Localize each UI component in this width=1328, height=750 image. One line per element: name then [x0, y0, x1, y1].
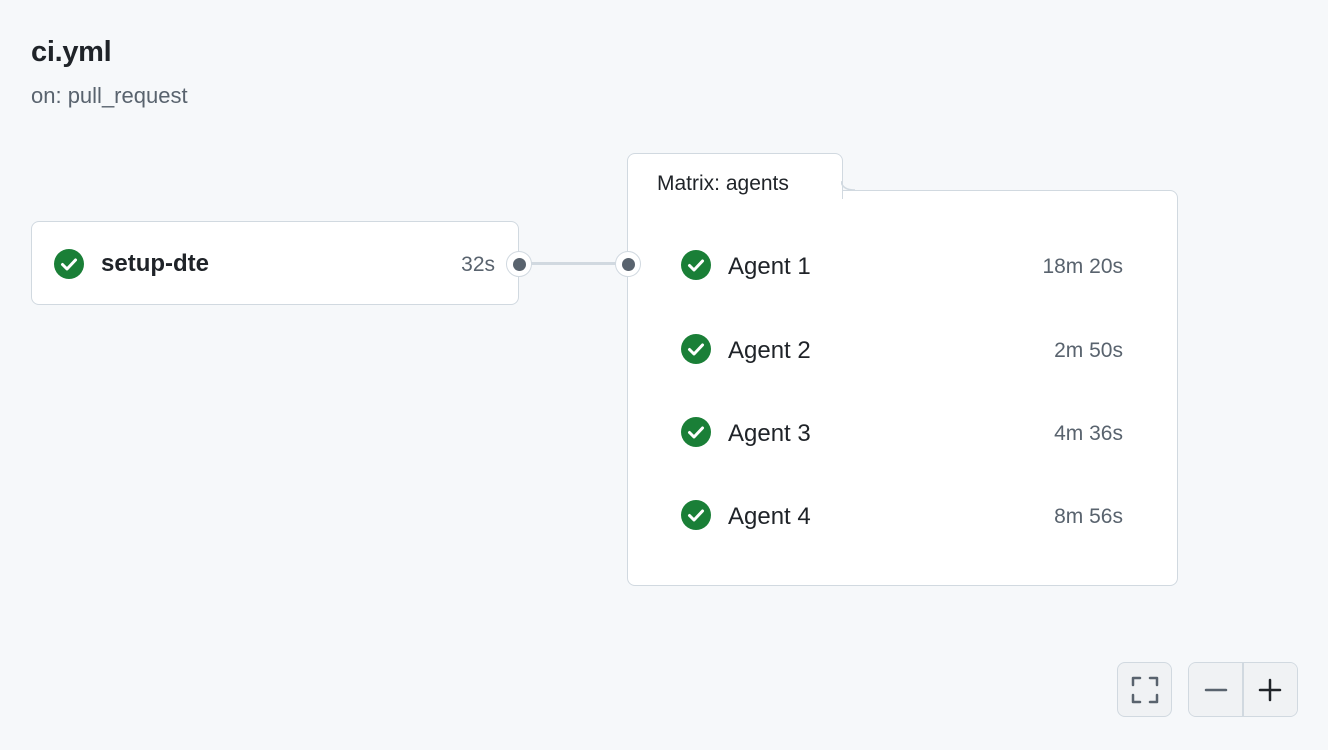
- agent-duration: 8m 56s: [1054, 505, 1123, 528]
- input-port: [615, 251, 641, 277]
- success-check-icon: [681, 250, 711, 280]
- agent-name: Agent 4: [728, 503, 811, 530]
- agent-name: Agent 1: [728, 253, 811, 280]
- success-check-icon: [681, 417, 711, 447]
- job-connector-line: [519, 262, 628, 265]
- minus-icon: [1204, 688, 1227, 691]
- job-name: setup-dte: [101, 250, 209, 277]
- zoom-divider: [1242, 663, 1244, 716]
- zoom-in-button[interactable]: [1243, 663, 1297, 716]
- matrix-label: Matrix: agents: [657, 172, 789, 195]
- zoom-controls: [1188, 662, 1298, 717]
- workflow-title: ci.yml: [31, 36, 112, 68]
- success-check-icon: [681, 334, 711, 364]
- job-card-setup-dte[interactable]: setup-dte 32s: [31, 221, 519, 305]
- matrix-job-agent-2[interactable]: Agent 2 2m 50s: [628, 330, 1177, 370]
- agent-name: Agent 3: [728, 420, 811, 447]
- agent-name: Agent 2: [728, 337, 811, 364]
- workflow-trigger: on: pull_request: [31, 83, 188, 108]
- matrix-tab-corner: [841, 181, 855, 191]
- plus-icon: [1259, 678, 1282, 701]
- matrix-job-agent-3[interactable]: Agent 3 4m 36s: [628, 413, 1177, 453]
- matrix-job-agent-4[interactable]: Agent 4 8m 56s: [628, 496, 1177, 536]
- matrix-group: Agent 1 18m 20s Agent 2 2m 50s Agent 3 4…: [627, 190, 1178, 586]
- agent-duration: 18m 20s: [1042, 255, 1123, 278]
- matrix-tab: Matrix: agents: [627, 153, 843, 199]
- agent-duration: 4m 36s: [1054, 422, 1123, 445]
- success-check-icon: [681, 500, 711, 530]
- output-port: [506, 251, 532, 277]
- fullscreen-button[interactable]: [1117, 662, 1172, 717]
- zoom-out-button[interactable]: [1189, 663, 1243, 716]
- success-check-icon: [54, 249, 84, 279]
- matrix-job-agent-1[interactable]: Agent 1 18m 20s: [628, 246, 1177, 286]
- fullscreen-icon: [1131, 676, 1158, 703]
- job-duration: 32s: [461, 253, 495, 276]
- agent-duration: 2m 50s: [1054, 339, 1123, 362]
